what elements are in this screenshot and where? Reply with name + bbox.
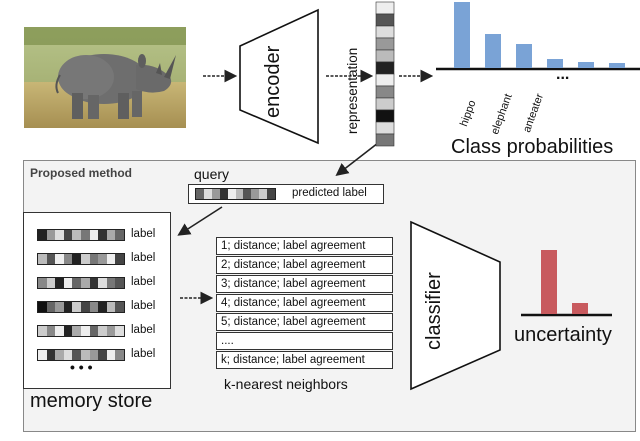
memory-row-label: label	[131, 324, 156, 336]
memory-row-vector	[37, 301, 125, 313]
encoder-label: encoder	[262, 45, 284, 118]
memory-store-title: memory store	[30, 390, 153, 412]
knn-row: ....	[216, 332, 393, 350]
knn-row: 5; distance; label agreement	[216, 313, 393, 331]
memory-row-label: label	[131, 228, 156, 240]
knn-row: k; distance; label agreement	[216, 351, 393, 369]
knn-row: 2; distance; label agreement	[216, 256, 393, 274]
memory-row-label: label	[131, 300, 156, 312]
memory-row-label: label	[131, 276, 156, 288]
knn-row: 1; distance; label agreement	[216, 237, 393, 255]
arrow-query-to-memory	[177, 206, 223, 236]
proposed-method-title: Proposed method	[30, 166, 133, 180]
class-probability-bar	[578, 62, 594, 68]
representation-cell	[375, 109, 395, 123]
memory-row-vector	[37, 277, 125, 289]
knn-row: 3; distance; label agreement	[216, 275, 393, 293]
class-probability-bar	[516, 44, 532, 68]
representation-cell	[375, 121, 395, 135]
class-probability-bar	[454, 2, 470, 68]
arrow-rep-to-query	[335, 142, 379, 176]
memory-row-vector	[37, 253, 125, 265]
representation-cell	[375, 37, 395, 51]
representation-vector	[375, 1, 395, 147]
query-label: query	[194, 166, 230, 182]
representation-cell	[375, 25, 395, 39]
class-probability-bar	[485, 34, 501, 68]
uncertainty-bar	[541, 250, 557, 314]
memory-row-label: label	[131, 252, 156, 264]
rhino-photo	[24, 27, 186, 128]
representation-label: representation	[345, 47, 360, 134]
representation-cell	[375, 13, 395, 27]
class-probabilities-title: Class probabilities	[451, 136, 614, 158]
encoder-trapezoid	[239, 8, 319, 145]
predicted-label: predicted label	[292, 187, 367, 199]
classifier-trapezoid	[410, 220, 501, 391]
query-vector	[195, 188, 276, 200]
representation-cell	[375, 97, 395, 111]
representation-cell	[375, 73, 395, 87]
knn-title: k-nearest neighbors	[224, 376, 348, 392]
representation-cell	[375, 133, 395, 147]
knn-row: 4; distance; label agreement	[216, 294, 393, 312]
memory-row-vector	[37, 229, 125, 241]
class-probability-bar	[547, 59, 563, 68]
memory-row-vector	[37, 325, 125, 337]
representation-cell	[375, 61, 395, 75]
query-box: predicted label	[188, 184, 384, 204]
uncertainty-bar	[572, 303, 588, 314]
class-probability-bar	[609, 63, 625, 68]
representation-cell	[375, 1, 395, 15]
representation-cell	[375, 85, 395, 99]
representation-cell	[375, 49, 395, 63]
memory-row-vector	[37, 349, 125, 361]
classifier-label: classifier	[423, 272, 445, 350]
class-ellipsis: ...	[556, 66, 570, 83]
uncertainty-label: uncertainty	[514, 324, 612, 346]
memory-ellipsis: • • •	[70, 359, 93, 375]
memory-row-label: label	[131, 348, 156, 360]
